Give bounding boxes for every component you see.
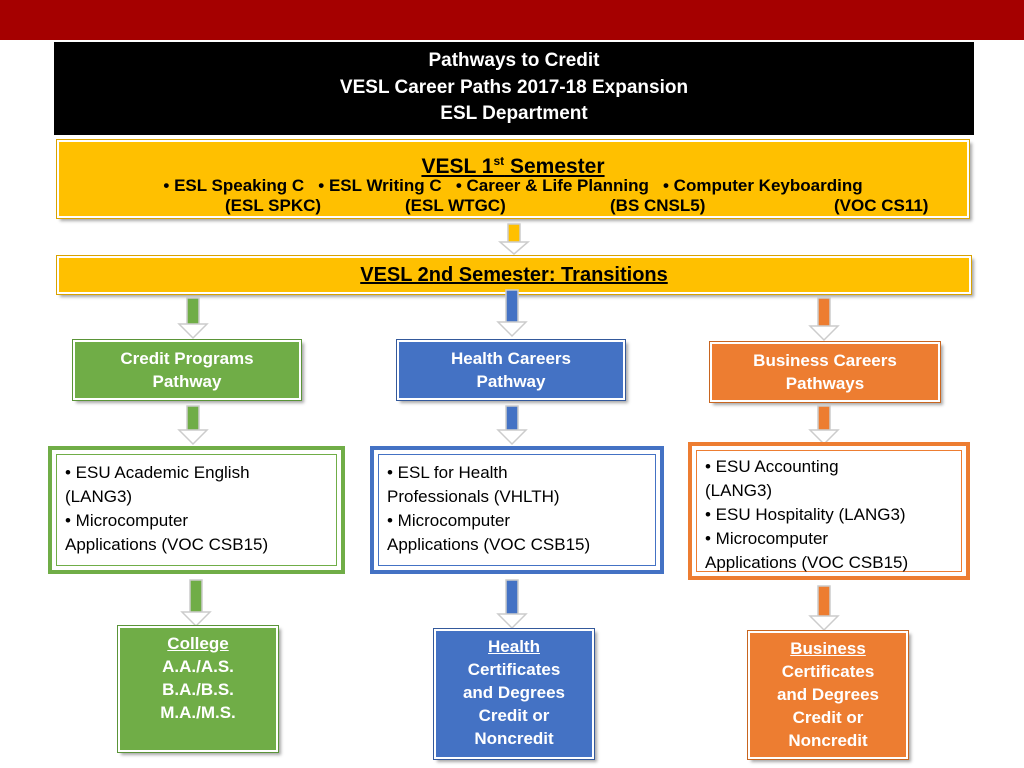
arrow-down-icon [177,405,209,446]
outcome-line: and Degrees [776,685,880,704]
arrow-down-icon [808,585,840,632]
outcome-title: College [167,634,229,653]
college-degrees-box: College A.A./A.S. B.A./B.S. M.A./M.S. [117,625,279,753]
semester1-course-codes: (ESL SPKC) (ESL WTGC) (BS CNSL5) (VOC CS… [59,196,967,217]
page-title: Pathways to Credit VESL Career Paths 201… [54,42,974,135]
course-line: • Microcomputer [387,511,511,530]
semester1-heading: VESL 1st Semester [59,149,967,178]
arrow-down-icon [496,289,528,338]
health-careers-pathway-box: Health Careers Pathway [396,339,626,401]
outcome-line: M.A./M.S. [160,703,236,722]
outcome-line: Noncredit [788,731,868,750]
course-code-wtgc: (ESL WTGC) [405,196,506,215]
arrow-down-icon [496,405,528,446]
course-line: • ESU Hospitality (LANG3) [705,505,906,524]
outcome-line: Credit or [792,708,864,727]
course-line: Professionals (VHLTH) [387,487,560,506]
pathway-label-line1: Health Careers [450,349,571,368]
outcome-line: B.A./B.S. [162,680,234,699]
credit-pathway-courses-box: • ESU Academic English (LANG3) • Microco… [48,446,345,574]
semester1-heading-rest: Semester [504,155,605,178]
top-accent-bar [0,0,1024,40]
health-pathway-courses-box: • ESL for Health Professionals (VHLTH) •… [370,446,664,574]
business-certificates-box: Business Certificates and Degrees Credit… [747,630,909,760]
semester1-heading-main: VESL 1 [421,155,494,178]
pathway-label-line1: Business Careers [753,351,897,370]
title-line-3: ESL Department [440,103,588,124]
semester1-courses: • ESL Speaking C • ESL Writing C • Caree… [163,176,863,195]
outcome-line: and Degrees [462,683,566,702]
course-line: (LANG3) [705,481,773,500]
semester1-heading-sup: st [493,154,505,168]
pathway-label-line2: Pathways [785,374,865,393]
course-code-cs11: (VOC CS11) [834,196,929,215]
arrow-down-icon [177,297,209,340]
course-line: Applications (VOC CSB15) [65,535,269,554]
outcome-line: Certificates [467,660,561,679]
arrow-down-icon [808,297,840,342]
outcome-line: Credit or [478,706,550,725]
credit-programs-pathway-box: Credit Programs Pathway [72,339,302,401]
vesl-second-semester-box: VESL 2nd Semester: Transitions [56,255,972,295]
vesl-first-semester-box: VESL 1st Semester • ESL Speaking C • ESL… [56,139,970,219]
business-pathway-courses-box: • ESU Accounting (LANG3) • ESU Hospitali… [688,442,970,580]
arrow-down-icon [498,223,531,255]
course-code-spkc: (ESL SPKC) [225,196,322,215]
course-line: • ESU Academic English [65,463,250,482]
business-careers-pathway-box: Business Careers Pathways [709,341,941,403]
course-line: Applications (VOC CSB15) [705,553,909,572]
pathway-label-line1: Credit Programs [120,349,254,368]
course-line: • Microcomputer [705,529,829,548]
course-line: • Microcomputer [65,511,189,530]
pathway-label-line2: Pathway [476,372,546,391]
arrow-down-icon [808,405,840,446]
course-line: • ESU Accounting [705,457,839,476]
outcome-line: A.A./A.S. [162,657,234,676]
course-line: (LANG3) [65,487,133,506]
outcome-line: Certificates [781,662,875,681]
arrow-down-icon [496,579,528,630]
title-line-1: Pathways to Credit [428,50,600,71]
course-line: • ESL for Health [387,463,508,482]
outcome-title: Business [790,639,866,658]
semester2-heading: VESL 2nd Semester: Transitions [360,264,668,286]
course-code-cnsl5: (BS CNSL5) [610,196,706,215]
arrow-down-icon [180,579,212,628]
health-certificates-box: Health Certificates and Degrees Credit o… [433,628,595,760]
course-line: Applications (VOC CSB15) [387,535,591,554]
outcome-line: Noncredit [474,729,554,748]
pathway-label-line2: Pathway [152,372,222,391]
title-line-2: VESL Career Paths 2017-18 Expansion [339,76,689,98]
outcome-title: Health [488,637,540,656]
